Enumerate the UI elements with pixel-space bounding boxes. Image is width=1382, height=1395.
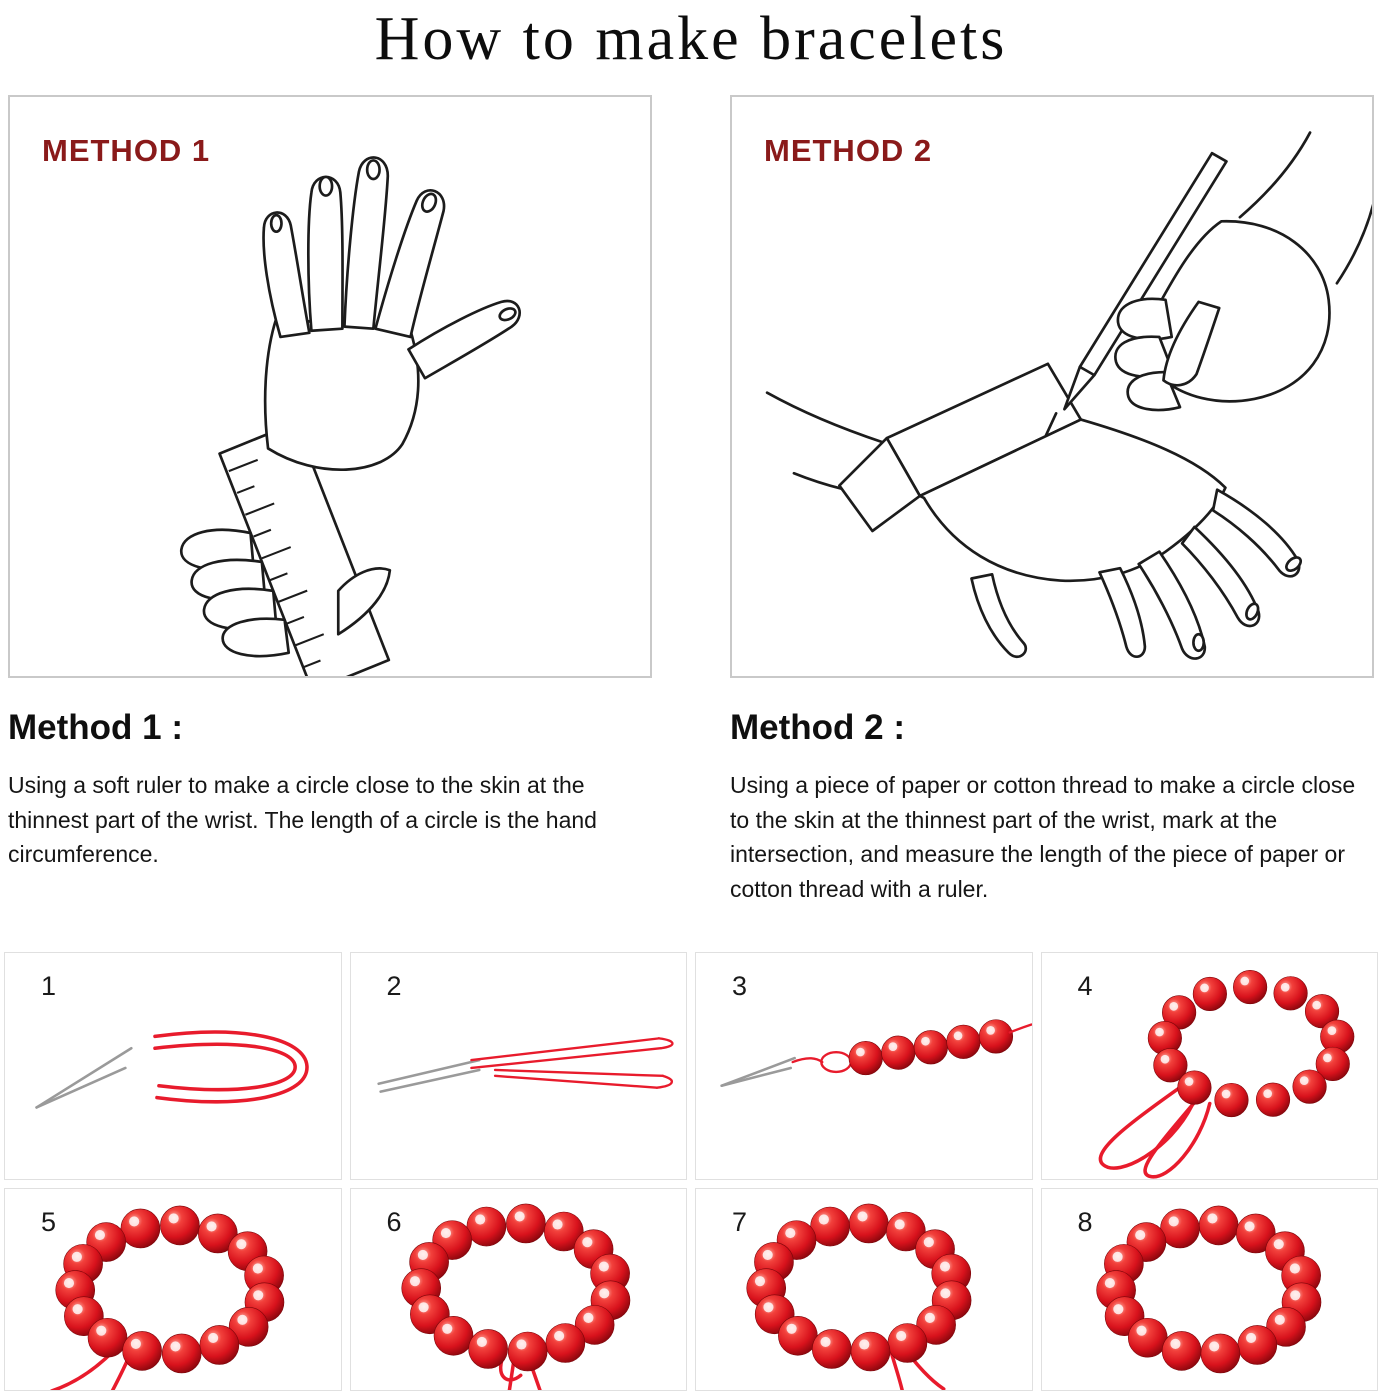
bead-ring — [400, 1203, 630, 1372]
lower-thumb — [970, 573, 1028, 659]
step-tile-1: 1 — [4, 952, 342, 1180]
method-descriptions: Method 1 : Using a soft ruler to make a … — [0, 702, 1382, 906]
method-2-text: Method 2 : Using a piece of paper or cot… — [730, 702, 1374, 906]
gripping-thumb — [1162, 300, 1221, 387]
fingernail — [1245, 602, 1260, 621]
method-1-heading: Method 1 : — [8, 708, 183, 747]
cord-fold — [657, 1037, 674, 1050]
index-finger — [374, 189, 446, 339]
pen-collar — [1078, 365, 1096, 377]
pinky-finger — [262, 211, 311, 339]
pen — [1063, 151, 1228, 411]
cord-strand — [469, 1037, 660, 1062]
folded-cord — [153, 1030, 309, 1104]
lower-ring-finger — [1137, 550, 1207, 660]
bracelet-illustration — [746, 1203, 972, 1390]
step-number: 7 — [732, 1207, 748, 1237]
bracelet-illustration — [400, 1203, 630, 1390]
cord-loop — [820, 1051, 853, 1074]
lower-index-finger — [1211, 488, 1301, 578]
step-tile-7: 7 — [695, 1188, 1033, 1391]
grasping-finger — [221, 617, 291, 658]
folded-cord — [153, 1042, 297, 1092]
paper-strip-marking-illustration — [765, 131, 1372, 660]
upper-arm-line — [1238, 131, 1312, 219]
method-1-text: Method 1 : Using a soft ruler to make a … — [8, 702, 652, 906]
lower-pinky-finger — [1098, 566, 1147, 659]
step-tile-4: 4 — [1040, 952, 1378, 1180]
needle-icon — [35, 1066, 127, 1109]
arm-line — [765, 391, 885, 444]
bead-ring — [1147, 969, 1354, 1118]
step-number: 2 — [386, 971, 402, 1001]
bead-ring — [1095, 1205, 1321, 1374]
fingernail — [318, 175, 334, 197]
step-tile-5: 5 — [4, 1188, 342, 1391]
gripping-finger — [1116, 297, 1174, 341]
needle-icon — [376, 1058, 481, 1086]
needle-and-cord-illustration — [35, 1030, 309, 1109]
needle-icon — [720, 1066, 793, 1088]
fingernail — [269, 213, 283, 234]
fingernail — [1285, 556, 1303, 573]
lower-middle-finger — [1180, 525, 1261, 628]
finished-bracelet-illustration — [1095, 1205, 1321, 1374]
paper-strip-end — [838, 436, 922, 533]
needle-icon — [720, 1056, 796, 1088]
cord-tail — [889, 1350, 904, 1390]
cord-strand — [469, 1047, 662, 1070]
upper-arm-line — [1335, 203, 1372, 285]
method-1-panel: METHOD 1 — [8, 95, 652, 678]
cord-strand — [493, 1074, 658, 1089]
step-number: 1 — [41, 971, 57, 1001]
bead-ring — [746, 1203, 972, 1372]
cord-loop — [1142, 1091, 1212, 1179]
palm-outline — [263, 317, 420, 472]
step-number: 4 — [1077, 971, 1093, 1001]
cord-tail — [1008, 1023, 1032, 1034]
step-tile-3: 3 — [695, 952, 1033, 1180]
middle-finger — [343, 156, 390, 331]
grasping-thumb — [336, 567, 392, 636]
fingernail — [365, 159, 381, 181]
thumb — [407, 299, 521, 380]
step-tile-2: 2 — [349, 952, 687, 1180]
method-panels: METHOD 1 — [0, 95, 1382, 678]
needle-icon — [378, 1068, 481, 1093]
step-number: 8 — [1077, 1207, 1093, 1237]
bracelet-illustration — [50, 1205, 285, 1390]
cord-strand — [493, 1068, 664, 1078]
ring-finger — [306, 175, 344, 333]
method-2-description: Using a piece of paper or cotton thread … — [730, 772, 1356, 902]
thumbnail — [498, 307, 517, 322]
bead-ring-illustration — [1098, 969, 1354, 1179]
soft-ruler-measuring-illustration — [180, 156, 521, 676]
method-2-heading: Method 2 : — [730, 708, 905, 747]
step-tile-6: 6 — [349, 1188, 687, 1391]
method-2-panel-label: METHOD 2 — [764, 133, 933, 168]
cord-strand — [791, 1057, 824, 1064]
lower-hand-back — [918, 418, 1227, 583]
method-1-panel-label: METHOD 1 — [42, 133, 211, 168]
step-number: 3 — [732, 971, 748, 1001]
bead-ring — [55, 1205, 285, 1374]
method-2-panel: METHOD 2 — [730, 95, 1374, 678]
method-1-description: Using a soft ruler to make a circle clos… — [8, 772, 597, 867]
needle-icon — [35, 1046, 133, 1109]
bead-row — [848, 1019, 1014, 1076]
fingernail — [1192, 632, 1206, 653]
step-tile-8: 8 — [1040, 1188, 1378, 1391]
ruler-tick-marks — [228, 458, 325, 669]
cord-fold — [655, 1074, 673, 1089]
step-number: 6 — [386, 1207, 402, 1237]
step-number: 5 — [41, 1207, 57, 1237]
cord-loop — [1098, 1080, 1194, 1170]
beads-on-cord-illustration — [720, 1019, 1032, 1088]
page-title: How to make bracelets — [374, 5, 1008, 73]
fingernail — [420, 192, 438, 213]
threading-illustration — [376, 1037, 674, 1093]
steps-grid: 1 2 3 — [4, 952, 1378, 1391]
